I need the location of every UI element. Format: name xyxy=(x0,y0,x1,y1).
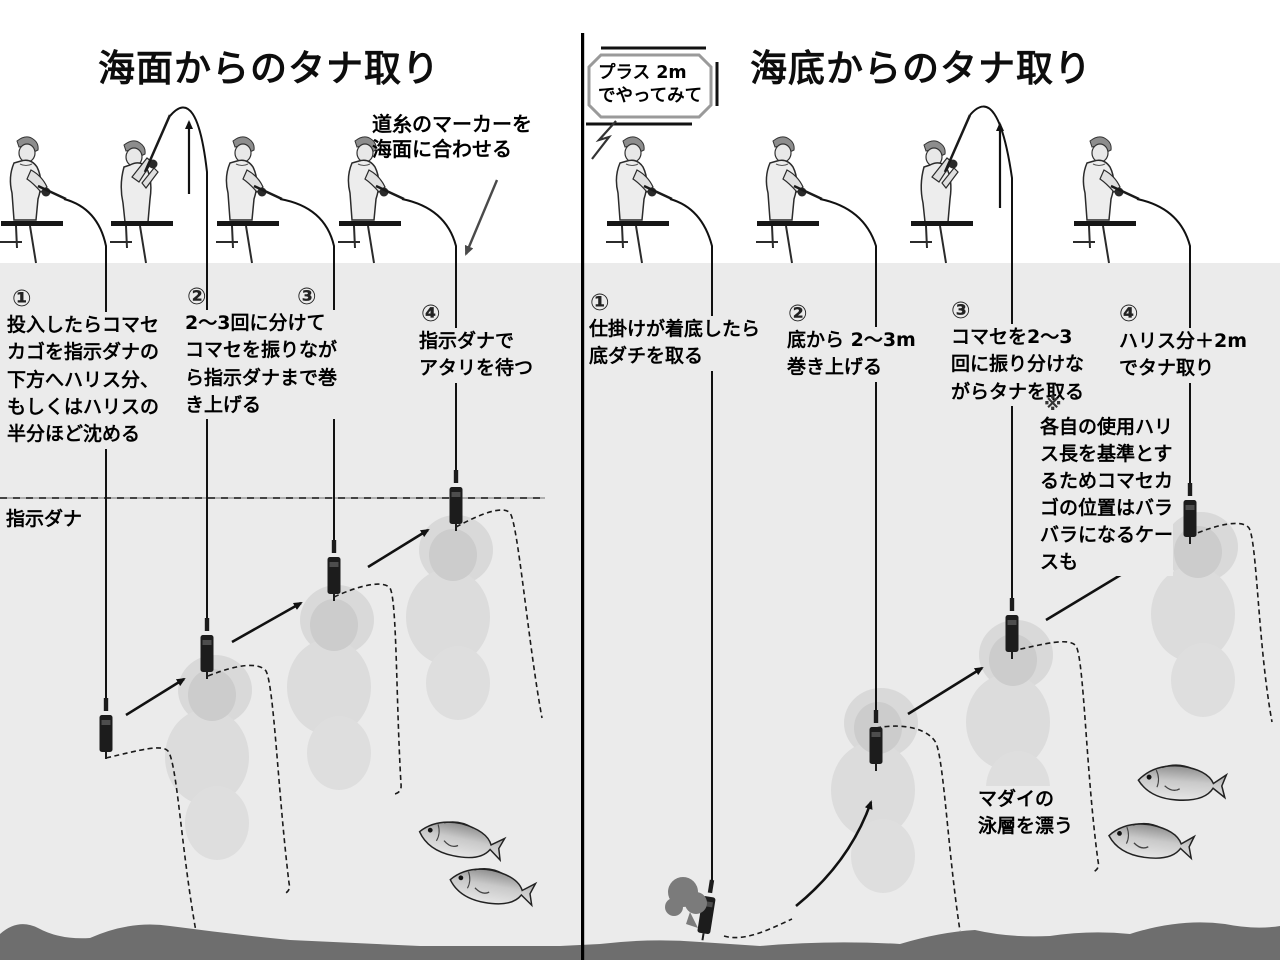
harness-length-note: 各自の使用ハリ ス長を基準とす るためコマセカ ゴの位置はバラ バラになるケー … xyxy=(1040,414,1174,576)
left-panel-title: 海面からのタナ取り xyxy=(98,47,440,90)
seabed-chum-puff xyxy=(665,877,707,928)
lift-up-arrow xyxy=(185,120,1004,208)
leader-lines xyxy=(105,509,1273,939)
right-step1-text: 仕掛けが着底したら 底ダチを取る xyxy=(587,316,763,371)
tana-depth-label: 指示ダナ xyxy=(4,506,85,534)
right-panel-title: 海底からのタナ取り xyxy=(750,47,1092,90)
right-step3-text: コマセを2〜3 回に振り分けな がらタナを取る xyxy=(949,324,1087,407)
marker-note: 道糸のマーカーを 海面に合わせる xyxy=(372,112,532,161)
right-step2-number: ② xyxy=(788,301,808,327)
left-step1-text: 投入したらコマセ カゴを指示ダナの 下方へハリス分、 もしくはハリスの 半分ほど… xyxy=(5,312,162,449)
fishing-lines xyxy=(63,105,1191,882)
right-step4-number: ④ xyxy=(1119,301,1139,327)
left-step4-text: 指示ダナで アタリを待つ xyxy=(417,328,536,383)
madai-swim-layer-label: マダイの 泳層を漂う xyxy=(976,786,1076,841)
callout-text: プラス 2m でやってみて xyxy=(598,63,703,107)
left-step2-number: ② xyxy=(187,284,207,310)
left-step1-number: ① xyxy=(12,286,32,312)
left-step3-number: ③ xyxy=(297,284,317,310)
right-step1-number: ① xyxy=(590,290,610,316)
note-reference-mark: ※ xyxy=(1044,394,1062,415)
left-step4-number: ④ xyxy=(421,301,441,327)
marker-note-arrow xyxy=(464,179,499,256)
left-step2-text: 2〜3回に分けて コマセを振りなが ら指示ダナまで巻 き上げる xyxy=(183,310,340,420)
right-step3-number: ③ xyxy=(951,298,971,324)
callout-balloon xyxy=(586,46,719,160)
right-step4-text: ハリス分＋2m でタナ取り xyxy=(1117,328,1250,383)
right-step2-text: 底から 2〜3m 巻き上げる xyxy=(785,327,918,382)
seabed xyxy=(0,922,1280,960)
panel-divider xyxy=(581,33,585,960)
